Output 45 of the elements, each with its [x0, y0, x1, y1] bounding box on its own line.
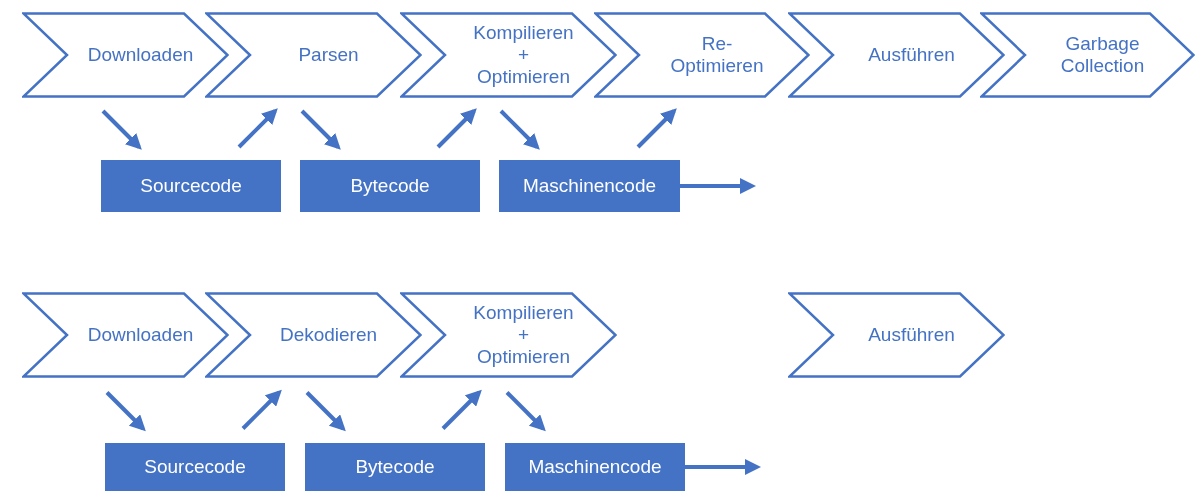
arrow	[300, 109, 341, 150]
code-label: Maschinencode	[522, 173, 657, 198]
chevron-step	[980, 12, 1195, 98]
chevron-step	[22, 292, 229, 378]
arrow	[505, 391, 546, 432]
arrow	[101, 109, 142, 150]
code-box	[300, 160, 480, 212]
step-label: Downloaden	[87, 324, 194, 346]
code-label: Maschinencode	[528, 454, 662, 479]
arrow	[237, 108, 278, 149]
step-label: Kompilieren + Optimieren	[472, 302, 575, 368]
arrow	[636, 108, 677, 149]
step-label: Dekodieren	[279, 324, 378, 346]
step-label: Parsen	[298, 44, 359, 66]
arrow	[305, 391, 346, 432]
chevron-step	[205, 292, 422, 378]
arrow	[441, 389, 482, 430]
code-box	[101, 160, 281, 212]
step-label: Kompilieren + Optimieren	[472, 22, 575, 88]
code-label: Sourcecode	[140, 173, 242, 198]
code-label: Bytecode	[355, 454, 435, 479]
arrow	[436, 108, 477, 149]
chevron-step	[400, 292, 617, 378]
code-box	[305, 443, 485, 491]
step-label: Ausführen	[868, 44, 955, 66]
chevron-step	[594, 12, 810, 98]
chevron-step	[205, 12, 422, 98]
code-box	[105, 443, 285, 491]
code-label: Sourcecode	[144, 454, 246, 479]
arrow	[105, 391, 146, 432]
step-label: Downloaden	[87, 44, 194, 66]
step-label: Re-Optimieren	[669, 33, 765, 77]
chevron-step	[788, 292, 1005, 378]
code-label: Bytecode	[350, 173, 430, 198]
arrow	[680, 178, 756, 194]
step-label: Ausführen	[868, 324, 955, 346]
chevron-step	[400, 12, 617, 98]
arrow	[685, 459, 761, 475]
arrow	[499, 109, 540, 150]
arrow	[241, 389, 282, 430]
step-label: Garbage Collection	[1059, 33, 1146, 77]
chevron-step	[788, 12, 1005, 98]
chevron-step	[22, 12, 229, 98]
code-box	[505, 443, 685, 491]
code-box	[499, 160, 680, 212]
